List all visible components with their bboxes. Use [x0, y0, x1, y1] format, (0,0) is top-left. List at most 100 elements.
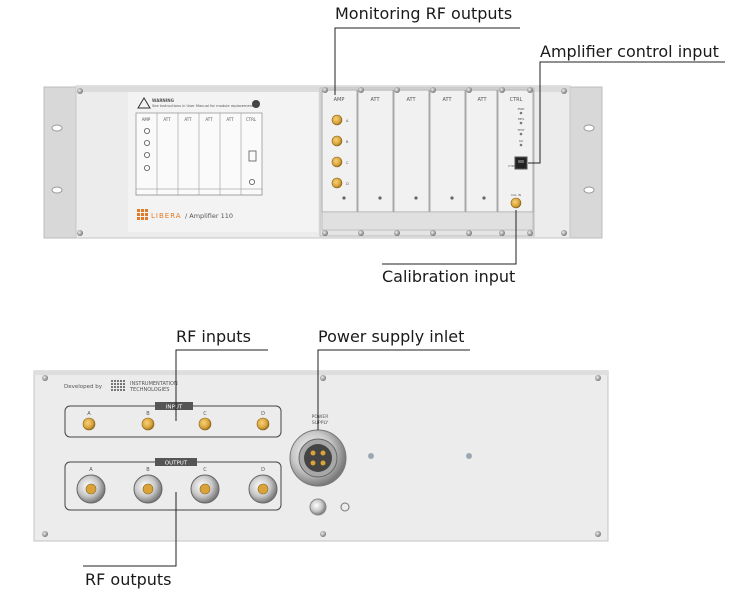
input-channel-label: C: [203, 411, 207, 417]
callout-leader-line: [528, 61, 725, 164]
module-bay: [319, 87, 535, 237]
screw-icon: [466, 87, 472, 93]
warning-text: See Instructions in User Manual for modu…: [152, 104, 254, 108]
output-channel-label: C: [203, 467, 207, 473]
left-module-label: ATT: [226, 117, 234, 122]
screw-icon: [595, 531, 601, 537]
screw-icon: [595, 375, 601, 381]
manual-icon: [252, 100, 260, 108]
power-inlet-icon: [289, 429, 347, 487]
screw-icon: [42, 531, 48, 537]
libera-logo-icon: [137, 209, 148, 220]
ear-slot-icon: [51, 124, 63, 132]
ctrl-led-label: ILK: [519, 139, 525, 143]
callout-leader-line: [317, 349, 470, 430]
callout-ctrl-input: Amplifier control input: [528, 42, 725, 164]
led-icon: [519, 143, 523, 147]
output-channel-label: B: [146, 467, 150, 473]
instrumentation-technologies-logo-icon: [111, 380, 125, 391]
screw-icon: [527, 230, 533, 236]
screw-icon: [320, 375, 326, 381]
callout-monitoring: Monitoring RF outputs: [334, 4, 520, 95]
calibration-connector-icon: [510, 197, 522, 209]
front-screws: [77, 87, 567, 236]
callout-ctrl-input-label: Amplifier control input: [540, 42, 719, 61]
module-label: ATT: [477, 97, 487, 103]
screw-icon: [394, 87, 400, 93]
rear-panel: Developed by INSTRUMENTATION TECHNOLOGIE…: [33, 370, 609, 542]
amp-module: [321, 89, 358, 213]
screw-icon: [322, 230, 328, 236]
amp-port-label: D: [346, 182, 349, 186]
callout-calibration-label: Calibration input: [382, 267, 515, 286]
rf-input-connector-icon: [198, 417, 212, 431]
att-module: [357, 89, 394, 213]
callout-monitoring-label: Monitoring RF outputs: [335, 4, 512, 23]
module-label: ATT: [370, 97, 380, 103]
power-label-line1: POWER: [312, 414, 329, 420]
callout-leader-line: [382, 210, 517, 265]
ctrl-module: [497, 89, 534, 213]
screw-icon: [527, 87, 533, 93]
callout-leader-line: [334, 27, 520, 95]
output-channel-label: A: [89, 467, 93, 473]
company-name-line2: TECHNOLOGIES: [129, 387, 169, 393]
amp-port-label: A: [346, 119, 349, 123]
amp-port-label: C: [346, 161, 349, 165]
screw-icon: [499, 230, 505, 236]
left-module-label: ATT: [205, 117, 213, 122]
input-channel-label: A: [87, 411, 91, 417]
cal-label: CAL IN: [511, 193, 521, 197]
left-module-label: AMP: [142, 117, 151, 122]
sma-connector-icon: [331, 177, 343, 189]
output-group-label: OUTPUT: [165, 461, 188, 467]
led-icon: [519, 111, 523, 115]
led-icon: [450, 196, 454, 200]
callout-rf-inputs: RF inputs: [175, 327, 268, 421]
sma-connector-icon: [331, 156, 343, 168]
ctrl-led-label: PWR: [518, 107, 525, 111]
screw-icon: [561, 88, 567, 94]
ear-slot-icon: [51, 186, 63, 194]
developed-by-label: Developed by: [64, 384, 103, 390]
screw-icon: [466, 230, 472, 236]
screw-icon: [322, 87, 328, 93]
ear-slot-icon: [583, 186, 595, 194]
module-label: ATT: [442, 97, 452, 103]
warning-title: WARNING: [152, 98, 174, 103]
callout-rf-outputs: RF outputs: [83, 492, 177, 589]
ctrl-led-label: TEST: [516, 128, 525, 132]
rack-ear-right: [567, 86, 603, 239]
led-icon: [482, 196, 486, 200]
rf-input-connector-icon: [141, 417, 155, 431]
rf-input-connector-icon: [82, 417, 96, 431]
att-module: [393, 89, 430, 213]
screw-icon: [358, 230, 364, 236]
left-module-label: CTRL: [246, 117, 257, 122]
led-icon: [519, 132, 523, 136]
left-module-label: ATT: [163, 117, 171, 122]
screw-icon: [320, 531, 326, 537]
ground-symbol-icon: [340, 502, 350, 512]
module-label: AMP: [334, 97, 345, 103]
rf-input-connector-icon: [256, 417, 270, 431]
callout-power-inlet: Power supply inlet: [317, 327, 470, 430]
front-panel: WARNING See Instructions in User Manual …: [43, 85, 603, 239]
ctrl-port-label: CTRL: [508, 164, 516, 168]
company-name-line1: INSTRUMENTATION: [130, 381, 178, 387]
att-module: [429, 89, 466, 213]
led-icon: [342, 196, 346, 200]
led-icon: [378, 196, 382, 200]
input-channel-label: B: [146, 411, 150, 417]
callout-calibration: Calibration input: [382, 210, 517, 286]
screw-icon: [42, 375, 48, 381]
monitoring-connectors: [331, 114, 343, 189]
screw-icon: [77, 230, 83, 236]
led-icon: [414, 196, 418, 200]
ground-stud-icon: [309, 498, 327, 516]
amp-port-label: B: [346, 140, 349, 144]
power-label-line2: SUPPLY: [312, 420, 328, 426]
callout-leader-line: [175, 349, 268, 421]
att-module: [465, 89, 498, 213]
